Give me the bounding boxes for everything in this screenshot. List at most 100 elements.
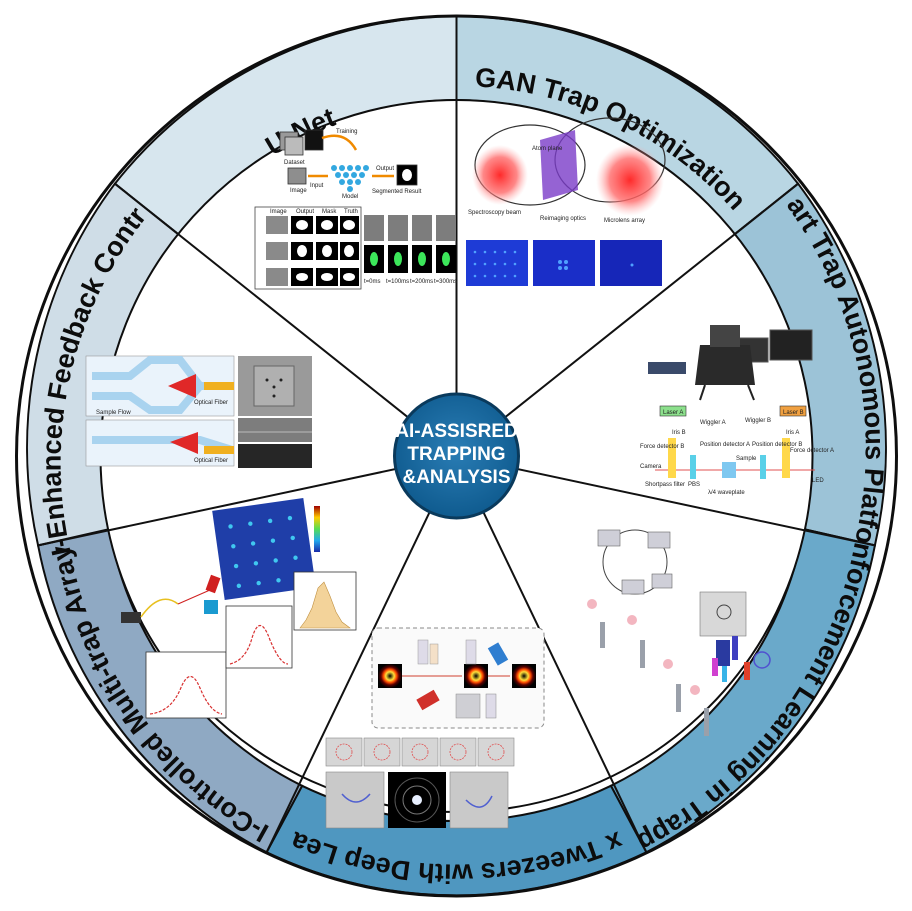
unet-cell: [266, 268, 288, 286]
vortex-ring-image: [378, 664, 402, 688]
rl-panel: [597, 529, 621, 547]
unet-output-label: Output: [376, 166, 394, 172]
multitrap-hist: [299, 581, 351, 629]
gan-spectro-label: Spectroscopy beam: [468, 210, 521, 216]
feedback-laser-cone: [170, 432, 198, 454]
smart-optics: [760, 455, 766, 479]
spoke: [114, 182, 458, 457]
unet-blob: [343, 220, 355, 230]
gan-dot: [473, 262, 477, 266]
unet-blob: [296, 220, 308, 230]
vortex-beam-ring: [394, 777, 440, 823]
vortex-net-block: [455, 693, 481, 719]
spoke: [456, 455, 876, 547]
rl-end-particle: [753, 651, 771, 669]
rl-bar: [744, 662, 750, 680]
gan-microlens-beam: [596, 144, 664, 216]
multitrap-spot: [273, 558, 278, 563]
multitrap-spot: [233, 563, 239, 569]
feedback-figure: Sample Flow Optical Fiber Optical Fiber: [85, 355, 312, 468]
multitrap-spot: [236, 583, 242, 589]
vortex-net-block: [485, 693, 497, 719]
vortex-net-block: [487, 642, 509, 666]
rl-tubes: [600, 622, 709, 736]
unet-blob: [297, 245, 307, 257]
center-hub: AI-ASSISRED TRAPPING &ANALYSIS: [393, 392, 520, 520]
unet-frame: [364, 215, 384, 241]
multitrap-curve: [149, 675, 223, 715]
rl-droplet: [690, 685, 700, 695]
rl-bar: [716, 640, 730, 666]
unet-blob: [343, 273, 355, 281]
unet-model-pyramid: [331, 165, 369, 192]
smart-shortpass-label: Shortpass filter: [645, 482, 685, 488]
unet-training-label: Training: [336, 129, 357, 135]
spoke: [455, 182, 799, 457]
gan-atom-plane: [540, 130, 578, 200]
smart-force-a-label: Force detector A: [790, 448, 834, 454]
gan-dot: [558, 266, 562, 270]
vortex-large-frame: [325, 771, 385, 829]
gan-reimaging-label: Reimaging optics: [540, 216, 586, 222]
smart-laser-b-label: Laser B: [783, 410, 804, 416]
smart-laser-a: [659, 405, 687, 417]
unet-green-cell: [442, 252, 450, 266]
rl-inset: [699, 591, 747, 637]
gan-figure: Atom plane Spectroscopy beam Reimaging o…: [466, 117, 666, 286]
unet-time-label: t=100ms: [386, 279, 409, 285]
unet-blob: [321, 220, 333, 230]
hub-circle: [393, 392, 520, 520]
rl-droplet: [663, 659, 673, 669]
rl-bar: [722, 666, 727, 682]
smart-force-b-label: Force detector B: [640, 444, 684, 450]
multitrap-spot: [228, 524, 233, 529]
unet-node: [335, 172, 341, 178]
unet-cell: [266, 242, 288, 260]
unet-blob: [296, 273, 308, 281]
feedback-microwell: [253, 365, 295, 407]
gan-dot: [493, 250, 497, 254]
gan-dot: [473, 250, 477, 254]
smart-instrument-top: [710, 325, 740, 347]
rl-trajectory: [587, 599, 700, 695]
smart-waveplate-label: λ/4 waveplate: [708, 490, 745, 496]
unet-time-label: t=200ms: [410, 279, 433, 285]
unet-green-cell: [418, 252, 426, 266]
smart-optics: [782, 438, 790, 478]
smart-posdet-b-label: Position detector B: [752, 442, 802, 448]
smart-trap-figure: Laser A Laser B Wiggler A Wiggler B Iris…: [640, 325, 834, 496]
unet-green-cell: [394, 252, 402, 266]
feedback-fiber-label: Optical Fiber: [194, 400, 228, 406]
rl-panel: [647, 531, 671, 549]
smart-laser-b: [779, 405, 807, 417]
multitrap-curve: [229, 624, 289, 665]
spoke: [265, 455, 458, 853]
gan-panel: [466, 240, 528, 286]
rl-inset-particle: [716, 604, 732, 620]
spoke: [455, 455, 648, 853]
smart-led-label: LED: [812, 478, 824, 484]
unet-dataset-label: Dataset: [284, 160, 305, 166]
smart-iris-a-label: Iris A: [786, 430, 799, 436]
gan-dot: [473, 274, 477, 278]
feedback-particle: [272, 385, 276, 389]
rl-panel: [621, 579, 645, 595]
unet-dataset-stack: [304, 129, 324, 151]
gan-microlens-label: Microlens array: [604, 218, 645, 224]
gan-dot: [558, 260, 562, 264]
feedback-micrograph: [238, 444, 312, 468]
vortex-figure: [325, 627, 545, 829]
rl-droplet: [627, 615, 637, 625]
multitrap-spot: [256, 580, 261, 586]
vortex-net-block: [417, 639, 429, 665]
multitrap-plot: [145, 651, 227, 719]
feedback-laser-cone: [168, 374, 196, 398]
multitrap-spot: [293, 555, 298, 560]
feedback-channel: [92, 383, 204, 414]
rl-tube: [704, 708, 709, 736]
multitrap-stage: [204, 600, 218, 614]
smart-camera-label: Camera: [640, 464, 662, 470]
gan-dot: [513, 250, 517, 254]
smart-wiggler-a-label: Wiggler A: [700, 420, 726, 426]
